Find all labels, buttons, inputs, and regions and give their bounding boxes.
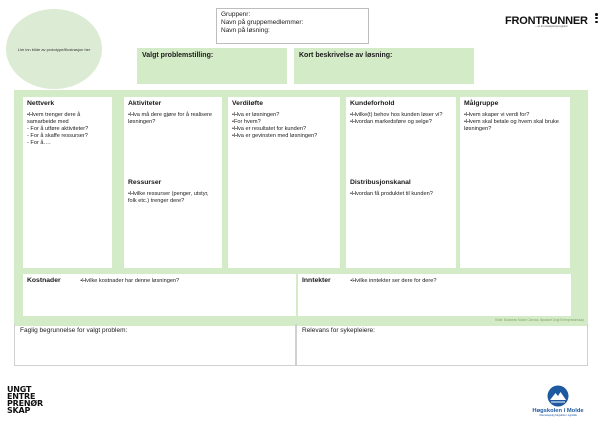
frontrunner-wordmark: FRONTRUNNER: [505, 15, 588, 27]
group-members-label: Navn på gruppemedlemmer:: [221, 19, 304, 27]
canvas-source-note: Kilde: Business Model Canvas, tilpasset …: [495, 318, 584, 322]
frontrunner-logo: FRONTRUNNER – et innovasjonsprogram: [505, 11, 601, 33]
cell-title: Verdiløfte: [232, 100, 263, 107]
solution-description-label: Kort beskrivelse av løsning:: [299, 52, 393, 59]
solution-name-label: Navn på løsning:: [221, 27, 270, 35]
ue-logo-line: UNGT: [7, 385, 32, 394]
canvas-cell-nettverk[interactable]: Nettverk •Hvem trenger dere å samarbeide…: [23, 97, 112, 268]
cell-title: Aktiviteter: [128, 100, 162, 107]
canvas-cell-distribusjonskanal[interactable]: Distribusjonskanal •Hvordan få produktet…: [346, 176, 456, 268]
canvas-cell-ressurser[interactable]: Ressurser •Hvilke ressurser (penger, uts…: [124, 176, 222, 268]
hm-name: Høgskolen i Molde: [532, 408, 584, 414]
solution-description-box[interactable]: Kort beskrivelse av løsning:: [294, 48, 474, 84]
ue-logo-line: PRENØR: [7, 399, 43, 408]
cell-prompt: •Hvilke kostnader har denne løsningen?: [80, 278, 180, 284]
cell-title: Nettverk: [27, 100, 55, 107]
prototype-image-placeholder[interactable]: Lim inn bilde av prototype/illustrasjon …: [6, 9, 102, 89]
group-number-label: Gruppenr:: [221, 11, 251, 18]
problem-statement-label: Valgt problemstilling:: [142, 52, 214, 59]
canvas-cell-kostnader[interactable]: Kostnader •Hvilke kostnader har denne lø…: [23, 274, 296, 316]
photo-caption: Lim inn bilde av prototype/illustrasjon …: [17, 46, 91, 52]
problem-justification-label: Faglig begrunnelse for valgt problem:: [20, 327, 128, 334]
cell-prompt: •Hva er løsningen? •For hvem? •Hva er re…: [232, 112, 318, 139]
cell-title: Distribusjonskanal: [350, 179, 411, 186]
nurse-relevance-label: Relevans for sykepleiere:: [302, 327, 375, 334]
group-info-box[interactable]: Gruppenr: Navn på gruppemedlemmer: Navn …: [216, 8, 369, 44]
cell-title: Kostnader: [27, 277, 61, 284]
cell-prompt: •Hvem trenger dere å samarbeide med - Fo…: [27, 112, 89, 146]
cell-prompt: •Hvilke ressurser (penger, utstyr, folk …: [128, 191, 209, 204]
cell-prompt: •Hvilke(t) behov hos kunden løser vi? •H…: [350, 112, 443, 125]
ue-logo-line: ENTRE: [7, 392, 36, 401]
cell-title: Ressurser: [128, 179, 162, 186]
canvas-cell-verdiloefte[interactable]: Verdiløfte •Hva er løsningen? •For hvem?…: [228, 97, 340, 268]
canvas-cell-aktiviteter[interactable]: Aktiviteter •Hva må dere gjøre for å rea…: [124, 97, 222, 177]
mountain-emblem-icon: [547, 385, 569, 407]
ue-logo-line: SKAP: [7, 406, 31, 415]
cell-title: Kundeforhold: [350, 100, 395, 107]
hogskolen-i-molde-logo: Høgskolen i Molde Vitenskapelig høgskole…: [523, 385, 593, 423]
cell-title: Målgruppe: [464, 100, 499, 107]
nurse-relevance-box[interactable]: Relevans for sykepleiere:: [296, 324, 588, 366]
frontrunner-tagline: – et innovasjonsprogram: [535, 24, 568, 28]
hm-subtitle: Vitenskapelig høgskole i logistikk: [539, 414, 577, 417]
canvas-cell-kundeforhold[interactable]: Kundeforhold •Hvilke(t) behov hos kunden…: [346, 97, 456, 177]
cell-title: Inntekter: [302, 277, 331, 284]
cell-prompt: •Hvordan få produktet til kunden?: [350, 191, 433, 197]
frontrunner-dots-icon: [595, 13, 598, 24]
business-model-canvas: Nettverk •Hvem trenger dere å samarbeide…: [14, 90, 588, 326]
canvas-cell-inntekter[interactable]: Inntekter •Hvilke inntekter ser dere for…: [298, 274, 571, 316]
canvas-cell-malgruppe[interactable]: Målgruppe •Hvem skaper vi verdi for? •Hv…: [460, 97, 570, 268]
cell-prompt: •Hvilke inntekter ser dere for dere?: [350, 278, 437, 284]
problem-statement-box[interactable]: Valgt problemstilling:: [137, 48, 287, 84]
cell-prompt: •Hvem skaper vi verdi for? •Hvem skal be…: [464, 112, 559, 132]
ungt-entreprenorskap-logo: UNGT ENTRE PRENØR SKAP: [7, 385, 57, 415]
problem-justification-box[interactable]: Faglig begrunnelse for valgt problem:: [14, 324, 296, 366]
cell-prompt: •Hva må dere gjøre for å realisere løsni…: [128, 112, 213, 125]
